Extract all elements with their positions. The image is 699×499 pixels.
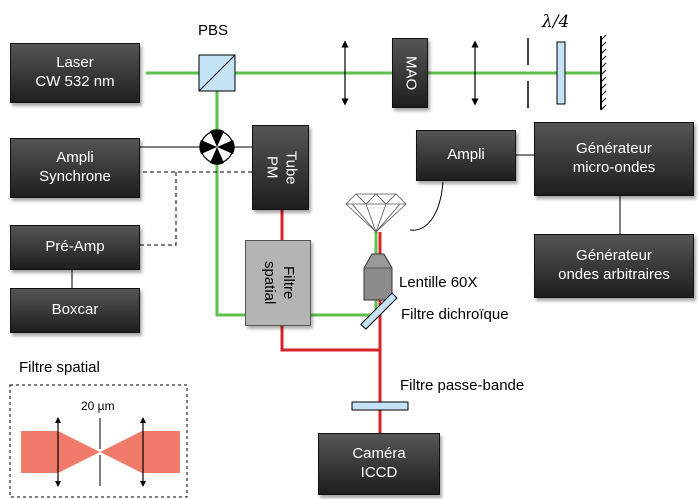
ampli-synchrone-box: Ampli Synchrone bbox=[10, 138, 140, 198]
generateur-ondes-arbitraires-box: Générateur ondes arbitraires bbox=[534, 234, 694, 298]
lambda-4-label: λ/4 bbox=[542, 12, 570, 32]
dichroic-label: Filtre dichroïque bbox=[401, 306, 509, 323]
inset-title: Filtre spatial bbox=[19, 359, 100, 376]
mirror bbox=[600, 34, 607, 111]
tube-pm-box: Tube PM bbox=[252, 125, 309, 210]
inset-frame bbox=[9, 384, 188, 498]
generateur-micro-ondes-box: Générateur micro-ondes bbox=[534, 122, 694, 196]
mao-label: MAO bbox=[402, 55, 420, 91]
tube-pm-label: Tube PM bbox=[263, 150, 300, 185]
laser-box: Laser CW 532 nm bbox=[10, 43, 140, 103]
pbs-cube bbox=[198, 54, 236, 92]
pinhole-label: 20 µm bbox=[81, 399, 115, 413]
filtre-spatial-label: Filtre spatial bbox=[261, 261, 297, 305]
mao-box: MAO bbox=[392, 38, 428, 108]
dichroic-filter bbox=[360, 292, 398, 330]
lentille-label: Lentille 60X bbox=[399, 274, 478, 291]
wire-ampli-diamond bbox=[409, 181, 444, 231]
chopper bbox=[199, 129, 235, 165]
objective-lens bbox=[363, 253, 393, 301]
pre-amp-box: Pré-Amp bbox=[10, 225, 140, 270]
quarter-wave-plate bbox=[556, 41, 566, 105]
filtre-spatial-box: Filtre spatial bbox=[245, 240, 311, 326]
diamond-icon bbox=[345, 193, 407, 234]
ampli-box: Ampli bbox=[416, 130, 516, 181]
bandpass-filter bbox=[351, 401, 409, 411]
camera-iccd-box: Caméra ICCD bbox=[318, 433, 440, 495]
wire-preamp-dashed bbox=[140, 172, 177, 246]
boxcar-box: Boxcar bbox=[10, 288, 140, 333]
bandpass-label: Filtre passe-bande bbox=[400, 377, 525, 394]
pbs-label: PBS bbox=[198, 22, 229, 39]
